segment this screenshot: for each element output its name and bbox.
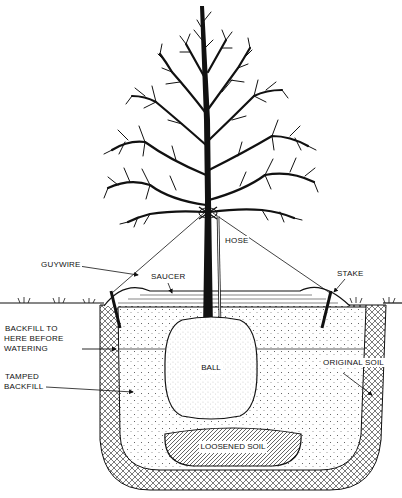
original-soil-label: ORIGINAL SOIL bbox=[322, 358, 400, 368]
saucer-label: SAUCER bbox=[150, 272, 200, 282]
label-text: ORIGINAL SOIL bbox=[322, 358, 385, 367]
label-text: HOSE bbox=[224, 236, 249, 245]
label-text: GUYWIRE bbox=[40, 260, 82, 269]
guywire-label: GUYWIRE bbox=[40, 260, 100, 270]
stake-label: STAKE bbox=[336, 269, 386, 279]
water-level-note: BACKFILL TO HERE BEFORE WATERING bbox=[4, 324, 82, 354]
node-text: LOOSENED SOIL bbox=[199, 441, 268, 453]
node-text: BALL bbox=[199, 362, 223, 374]
hose-label: HOSE bbox=[224, 236, 264, 246]
root-ball: BALL bbox=[162, 316, 260, 420]
label-text: TAMPED BACKFILL bbox=[4, 372, 44, 391]
tamped-backfill-label: TAMPED BACKFILL bbox=[4, 372, 48, 392]
label-text: STAKE bbox=[336, 269, 365, 278]
loosened-soil-band: LOOSENED SOIL bbox=[161, 426, 305, 468]
label-text: BACKFILL TO HERE BEFORE WATERING bbox=[4, 324, 64, 353]
label-text: SAUCER bbox=[150, 272, 187, 281]
